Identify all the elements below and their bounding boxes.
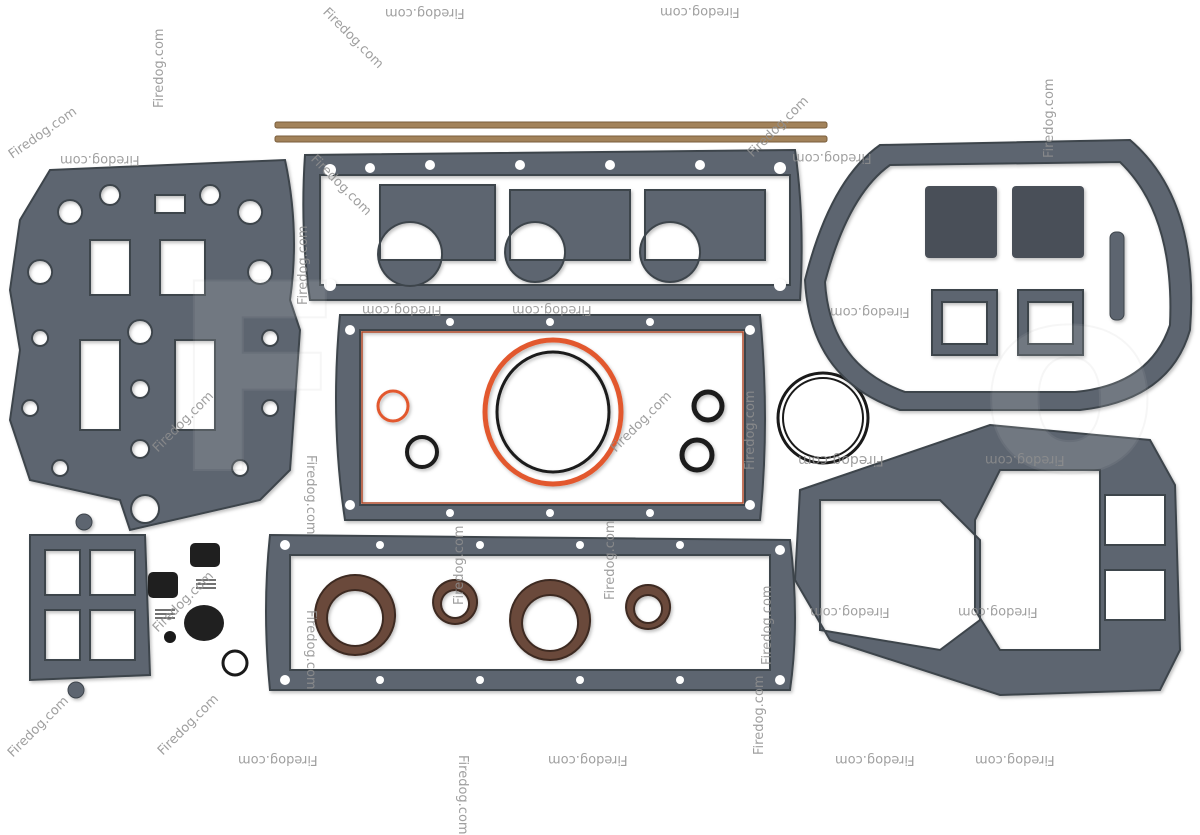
watermark-text: Firedog.com	[752, 675, 767, 755]
watermark-text: Firedog.com	[975, 752, 1055, 767]
large-o-ring	[776, 371, 870, 465]
svg-text:o: o	[980, 230, 1159, 532]
watermark-text: Firedog.com	[385, 5, 465, 20]
watermark-text: Firedog.com	[958, 604, 1038, 619]
midsection-gasket	[793, 423, 1182, 697]
watermark-text: Firedog.com	[452, 525, 467, 605]
watermark-text: Firedog.com	[548, 752, 628, 767]
watermark-text: Firedog.com	[835, 752, 915, 767]
watermark-text: Firedog.com	[152, 28, 167, 108]
watermark-text: Firedog.com	[603, 520, 618, 600]
crankcase-cover-gasket	[335, 314, 766, 521]
watermark-text: Firedog.com	[743, 390, 758, 470]
watermark-text: Firedog.com	[296, 225, 311, 305]
watermark-text: Firedog.com	[985, 452, 1065, 467]
watermark-text: Firedog.com	[760, 585, 775, 665]
large-watermark: F o	[169, 229, 1160, 533]
carburetor-gasket	[29, 513, 152, 699]
upper-housing-gasket	[803, 138, 1193, 411]
watermark-text: Firedog.com	[512, 302, 592, 317]
watermark-text: Firedog.com	[303, 610, 318, 690]
intake-manifold-gasket	[265, 533, 796, 691]
small-parts	[148, 543, 249, 677]
watermark-text: Firedog.com	[362, 302, 442, 317]
watermark-text: Firedog.com	[1042, 78, 1057, 158]
watermark-text: Firedog.com	[830, 304, 910, 319]
watermark-text: Firedog.com	[455, 755, 470, 835]
exhaust-cover-gasket	[302, 148, 803, 301]
watermark-text: Firedog.com	[810, 604, 890, 619]
watermark-text: Firedog.com	[792, 150, 872, 165]
watermark-text: Firedog.com	[303, 455, 318, 535]
watermark-text: Firedog.com	[660, 4, 740, 19]
watermark-text: Firedog.com	[798, 452, 884, 468]
cylinder-head-gasket	[8, 158, 302, 532]
gasket-kit-photo: F o	[8, 121, 1193, 699]
watermark-text: Firedog.com	[60, 152, 140, 167]
cork-strips	[274, 121, 828, 143]
svg-text:F: F	[170, 230, 348, 532]
watermark-text: Firedog.com	[238, 752, 318, 767]
